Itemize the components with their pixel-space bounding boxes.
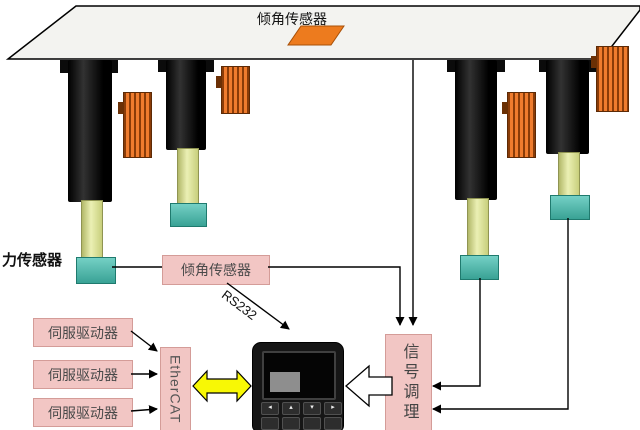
controller-key-f2: [282, 417, 300, 430]
controller-screen-content: [270, 372, 300, 392]
servo-motor-2: [216, 66, 250, 114]
wire-servo3-to-ethercat: [130, 405, 158, 415]
motor-4-connector: [591, 56, 597, 68]
controller-key-up-icon: ▴: [282, 402, 300, 415]
controller-key-f3: [303, 417, 321, 430]
actuator-3-rod: [467, 198, 489, 258]
servo-motor-3: [502, 92, 536, 158]
servo-motor-1: [118, 92, 152, 158]
actuator-2-rod: [177, 148, 199, 206]
force-sensor-foot-4: [550, 195, 590, 220]
servo-driver-3-label: 伺服驱动器: [48, 404, 118, 421]
motor-2-connector: [216, 76, 222, 88]
force-sensor-foot-2: [170, 203, 207, 227]
servo-driver-box-3: 伺服驱动器: [33, 398, 133, 427]
actuator-4-rod: [558, 152, 580, 200]
actuator-1-cylinder: [68, 60, 112, 202]
force-sensor-foot-3: [460, 255, 499, 280]
tilt-sensor-box-label: 倾角传感器: [181, 262, 251, 278]
actuator-3-cylinder: [455, 60, 497, 200]
actuator-2-cylinder: [166, 60, 206, 150]
controller-key-f1: [261, 417, 279, 430]
controller-key-right-icon: ▸: [324, 402, 342, 415]
motor-3-connector: [502, 102, 508, 114]
force-sensor-label: 力传感器: [2, 252, 63, 269]
actuator-1-rod: [81, 200, 103, 260]
motor-1-connector: [118, 102, 124, 114]
servo-driver-1-label: 伺服驱动器: [48, 324, 118, 341]
motion-controller: ◂ ▴ ▾ ▸: [252, 342, 344, 430]
controller-key-f4: [324, 417, 342, 430]
wire-foot3-to-signal: [432, 278, 481, 391]
servo-driver-2-label: 伺服驱动器: [48, 366, 118, 383]
controller-key-row-1: ◂ ▴ ▾ ▸: [261, 402, 342, 415]
signal-conditioning-label: 信号调理: [400, 343, 418, 423]
wire-foot4-to-signal: [432, 218, 569, 414]
ethercat-bus-box: EtherCAT: [160, 347, 191, 430]
actuator-4-cylinder: [546, 60, 589, 154]
servo-motor-4: [591, 46, 629, 112]
controller-key-left-icon: ◂: [261, 402, 279, 415]
platform-tilt-sensor-label: 倾角传感器: [257, 11, 327, 27]
controller-screen: [262, 351, 336, 400]
servo-driver-box-1: 伺服驱动器: [33, 318, 133, 347]
rs232-link-label: RS232: [218, 287, 260, 323]
tilt-sensor-box: 倾角传感器: [162, 255, 270, 285]
servo-driver-box-2: 伺服驱动器: [33, 360, 133, 389]
controller-key-row-2: [261, 417, 342, 430]
force-sensor-foot-1: [76, 257, 116, 284]
ethercat-label: EtherCAT: [167, 355, 184, 424]
controller-key-down-icon: ▾: [303, 402, 321, 415]
wire-servo1-to-ethercat: [130, 330, 158, 352]
ethercat-bidirectional-arrow: [192, 369, 252, 403]
signal-conditioning-box: 信号调理: [385, 334, 432, 430]
